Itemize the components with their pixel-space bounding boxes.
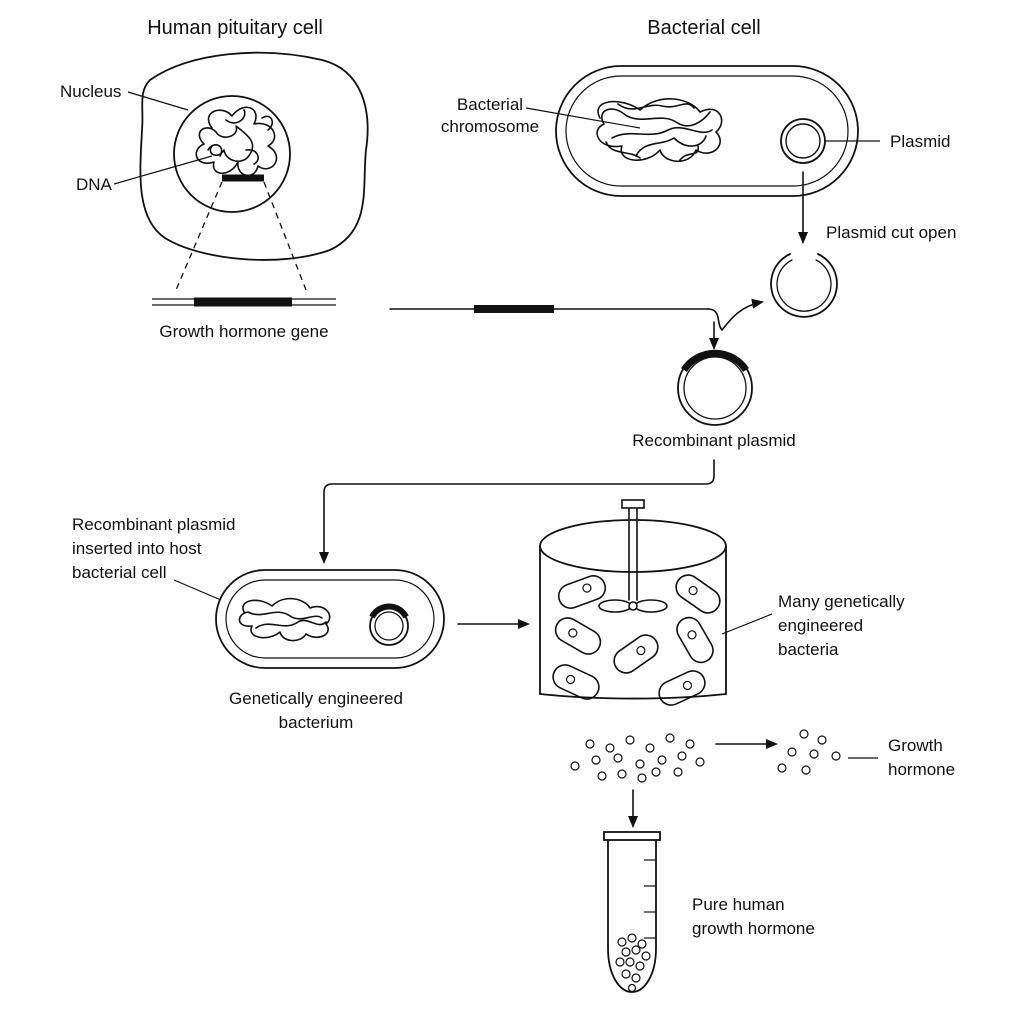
cut-plasmid [770, 253, 838, 318]
growth-hormone-label-2: hormone [888, 760, 955, 779]
bacterial-chromosome-leader [525, 107, 641, 129]
test-tube-hormone [615, 933, 651, 993]
nucleus-label: Nucleus [60, 82, 121, 101]
plasmid-inner [785, 123, 821, 159]
engineered-bacterium-label-1: Genetically engineered [229, 689, 403, 708]
many-bacteria-label-2: engineered [778, 616, 863, 635]
nucleus [173, 95, 291, 213]
bacterial-cell-outer [555, 65, 859, 197]
growth-hormone-gene-label: Growth hormone gene [159, 322, 328, 341]
growth-hormone-label-1: Growth [888, 736, 943, 755]
pure-hgh-label-2: growth hormone [692, 919, 815, 938]
arrow-to-host-cell [319, 459, 715, 564]
engineered-bacterium-inner [225, 579, 435, 659]
plasmid-label: Plasmid [890, 132, 950, 151]
inserted-label-2: inserted into host [72, 539, 202, 558]
bacterial-chromosome-label-2: chromosome [441, 117, 539, 136]
bacterial-chromosome [596, 98, 723, 163]
plasmid-cut-open-label: Plasmid cut open [826, 223, 956, 242]
bacterial-chromosome-label-1: Bacterial [457, 95, 523, 114]
recombinant-plasmid [677, 349, 753, 426]
arrow-to-cut-plasmid [707, 298, 764, 331]
growth-hormone-gene [152, 297, 336, 307]
zoom-dashed-lines [175, 181, 307, 291]
pure-hgh-label-1: Pure human [692, 895, 785, 914]
fermenter-tank [539, 519, 727, 700]
bacterial-cell-title: Bacterial cell [647, 17, 760, 39]
inserted-label-3: bacterial cell [72, 563, 167, 582]
inserted-label-1: Recombinant plasmid [72, 515, 235, 534]
stirrer [598, 499, 668, 613]
test-tube [603, 831, 661, 993]
many-bacteria-label-3: bacteria [778, 640, 839, 659]
bacterial-cell-inner [565, 75, 849, 187]
released-hormone-particles [570, 733, 705, 783]
many-bacteria-label-1: Many genetically [778, 592, 905, 611]
fermenter-bacteria [552, 574, 721, 706]
human-cell-title: Human pituitary cell [147, 17, 323, 39]
purified-hormone-particles [777, 729, 841, 775]
inserted-gene-arc [369, 603, 409, 619]
many-bacteria-leader [721, 613, 773, 635]
inserted-plasmid-inner [374, 611, 404, 641]
dna-label: DNA [76, 175, 113, 194]
nucleus-leader [127, 91, 189, 111]
recombinant-plasmid-label: Recombinant plasmid [632, 431, 795, 450]
engineered-bacterium-label-2: bacterium [279, 713, 354, 732]
engineered-bacterium-chromosome [238, 597, 331, 642]
human-dna-coil [195, 106, 278, 177]
dna-leader [113, 155, 213, 185]
